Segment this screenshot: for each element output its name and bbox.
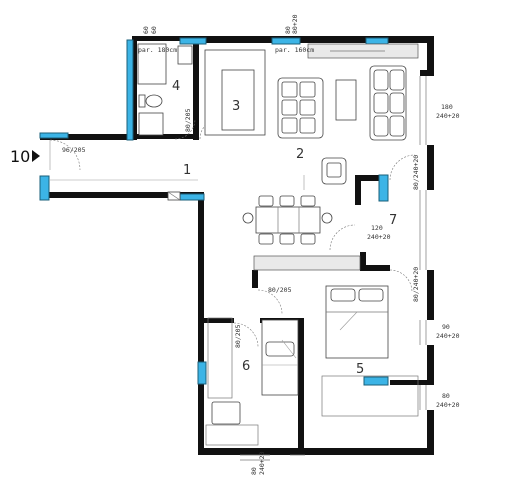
window-room7 bbox=[378, 174, 389, 202]
wall-bottom bbox=[198, 448, 434, 455]
label-win-80-right: 80 bbox=[442, 392, 450, 400]
wall-entry-bottom bbox=[40, 192, 204, 198]
wall-room6-right bbox=[298, 318, 304, 455]
wall-right-5 bbox=[427, 410, 434, 455]
room-number-4: 4 bbox=[172, 79, 180, 94]
shower bbox=[137, 43, 167, 85]
window-room6 bbox=[197, 361, 207, 385]
wall-room7-top bbox=[355, 175, 361, 205]
wall-entry-top bbox=[40, 134, 137, 140]
wall-room6-top-a bbox=[204, 318, 234, 323]
label-win-top-80-20: 80+20 bbox=[291, 14, 299, 34]
window-entry-top bbox=[39, 132, 69, 139]
wall-top-bath bbox=[132, 36, 198, 41]
label-win-90a-sub: 240+20 bbox=[436, 332, 460, 340]
sink bbox=[177, 45, 193, 65]
bed-room3-mattress bbox=[221, 69, 255, 131]
label-win-top-60b: 60 bbox=[150, 26, 158, 34]
wall-room7-top-h bbox=[355, 175, 385, 181]
wardrobe-room6 bbox=[207, 317, 233, 399]
wall-right-2 bbox=[427, 145, 434, 190]
room-number-1: 1 bbox=[183, 163, 191, 178]
label-win-80-bottom: 80 bbox=[250, 467, 258, 475]
wall-left-lower bbox=[198, 195, 204, 455]
kitchen-counter bbox=[253, 255, 361, 271]
wall-top-corner bbox=[418, 36, 434, 43]
bed-room6 bbox=[261, 319, 299, 396]
wardrobe-room5 bbox=[321, 375, 419, 417]
label-win-90a: 90 bbox=[442, 323, 450, 331]
window-frames bbox=[240, 76, 427, 461]
room-number-6: 6 bbox=[242, 359, 250, 374]
wall-left-bath bbox=[132, 36, 137, 140]
wall-right-1 bbox=[427, 36, 434, 76]
window-room3-top bbox=[271, 37, 301, 45]
wall-bath-bottom bbox=[137, 134, 199, 139]
wall-top-mid bbox=[198, 36, 308, 43]
label-par180: par. 180cm bbox=[138, 46, 177, 54]
washing-machine-box bbox=[138, 112, 164, 136]
label-win-80-bottom-sub: 240+20 bbox=[258, 451, 266, 475]
dimension-labels: par. 180cm par. 160cm 60 60 80 80+20 96/… bbox=[62, 14, 460, 475]
window-entry-left bbox=[39, 175, 50, 201]
wall-right-4 bbox=[427, 345, 434, 385]
label-door-120: 120 bbox=[371, 224, 383, 232]
desk bbox=[205, 424, 259, 446]
label-par160: par. 160cm bbox=[275, 46, 314, 54]
wall-right-1b bbox=[420, 70, 434, 76]
label-door-120-sub: 240+20 bbox=[367, 233, 391, 241]
unit-id: 10 bbox=[10, 147, 30, 166]
wall-room7-bottom bbox=[360, 252, 366, 270]
toilet bbox=[145, 94, 163, 108]
dining-table bbox=[255, 206, 321, 234]
desk-chair bbox=[211, 401, 241, 425]
wall-mid-a bbox=[252, 270, 258, 288]
furniture bbox=[137, 43, 419, 446]
toilet-tank bbox=[138, 94, 146, 108]
guide-lines bbox=[50, 175, 305, 190]
room-number-7: 7 bbox=[389, 213, 397, 228]
label-win-top-60a: 60 bbox=[142, 26, 150, 34]
wall-right-3 bbox=[427, 270, 434, 320]
windows bbox=[39, 37, 389, 386]
wall-room7-bottom-h bbox=[360, 265, 390, 271]
room-number-3: 3 bbox=[232, 99, 240, 114]
window-bath-left bbox=[126, 39, 134, 141]
label-door-80-205-bath: 80/205 bbox=[184, 108, 192, 132]
label-door-80-240-20b: 80/240+20 bbox=[412, 267, 420, 302]
window-room5 bbox=[363, 376, 389, 386]
label-win-80-right-sub: 240+20 bbox=[436, 401, 460, 409]
room-number-5: 5 bbox=[356, 362, 364, 377]
label-win-240-20a: 240+20 bbox=[436, 112, 460, 120]
label-win-180: 180 bbox=[441, 103, 453, 111]
label-win-top-80: 80 bbox=[284, 26, 292, 34]
wall-top-right bbox=[304, 36, 424, 43]
room-labels: 1 2 3 4 5 6 7 bbox=[172, 79, 397, 377]
coffee-table bbox=[335, 79, 357, 121]
label-door-80-240-20a: 80/240+20 bbox=[412, 155, 420, 190]
label-door-96-205: 96/205 bbox=[62, 146, 86, 154]
label-door-80-205-bed: 80/205 bbox=[268, 286, 292, 294]
room-number-2: 2 bbox=[296, 147, 304, 162]
window-hall bbox=[179, 193, 205, 201]
entrance-arrow-icon bbox=[32, 150, 40, 162]
wall-room5-bottom bbox=[390, 380, 430, 385]
window-bath-top bbox=[179, 37, 207, 45]
wall-bath-room3 bbox=[193, 43, 199, 140]
walls bbox=[40, 36, 434, 455]
window-living-top bbox=[365, 37, 389, 45]
label-door-80-205-room6: 80/205 bbox=[234, 324, 242, 348]
